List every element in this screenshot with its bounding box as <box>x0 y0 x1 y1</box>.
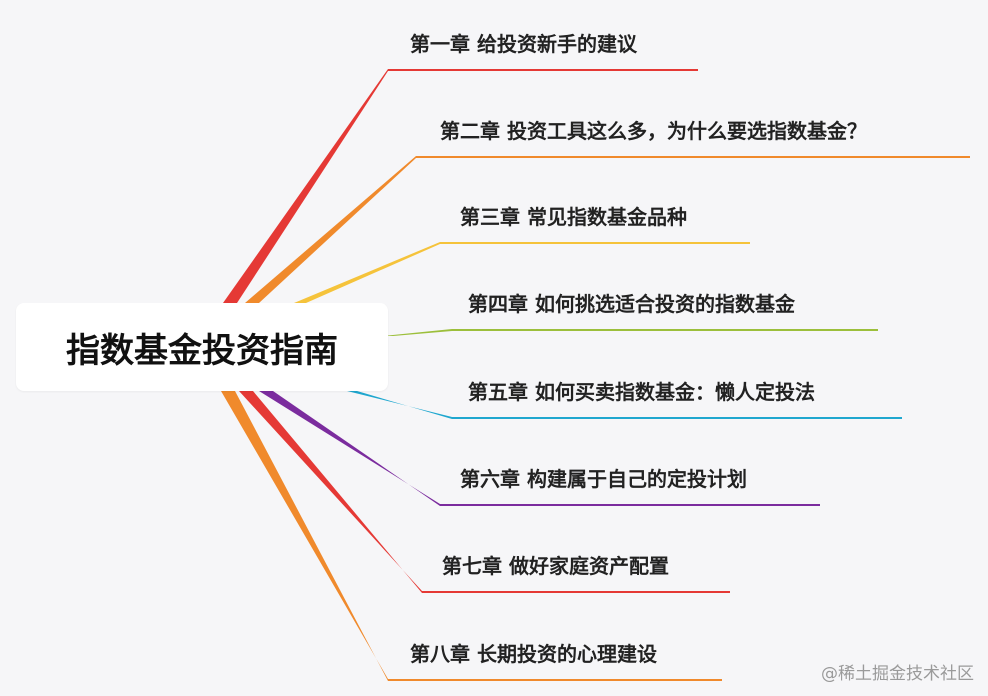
branch-connector <box>245 156 416 303</box>
branch-label: 第三章 常见指数基金品种 <box>460 205 687 229</box>
branch-connector <box>239 391 422 593</box>
branch-label: 第五章 如何买卖指数基金：懒人定投法 <box>468 380 815 404</box>
branch-connector <box>347 391 452 419</box>
branch-label: 第二章 投资工具这么多，为什么要选指数基金？ <box>440 119 867 143</box>
branch-label: 第八章 长期投资的心理建设 <box>410 642 657 666</box>
branch-connector <box>223 69 388 303</box>
branch-label: 第六章 构建属于自己的定投计划 <box>460 467 747 491</box>
branch-connector <box>221 391 388 681</box>
central-topic: 指数基金投资指南 <box>16 303 388 391</box>
branch-connector <box>294 242 440 303</box>
branch-connector <box>383 329 452 336</box>
watermark: @稀土掘金技术社区 <box>821 664 974 684</box>
branch-label: 第四章 如何挑选适合投资的指数基金 <box>468 292 795 316</box>
branch-label: 第七章 做好家庭资产配置 <box>442 554 669 578</box>
branch-label: 第一章 给投资新手的建议 <box>410 32 637 56</box>
